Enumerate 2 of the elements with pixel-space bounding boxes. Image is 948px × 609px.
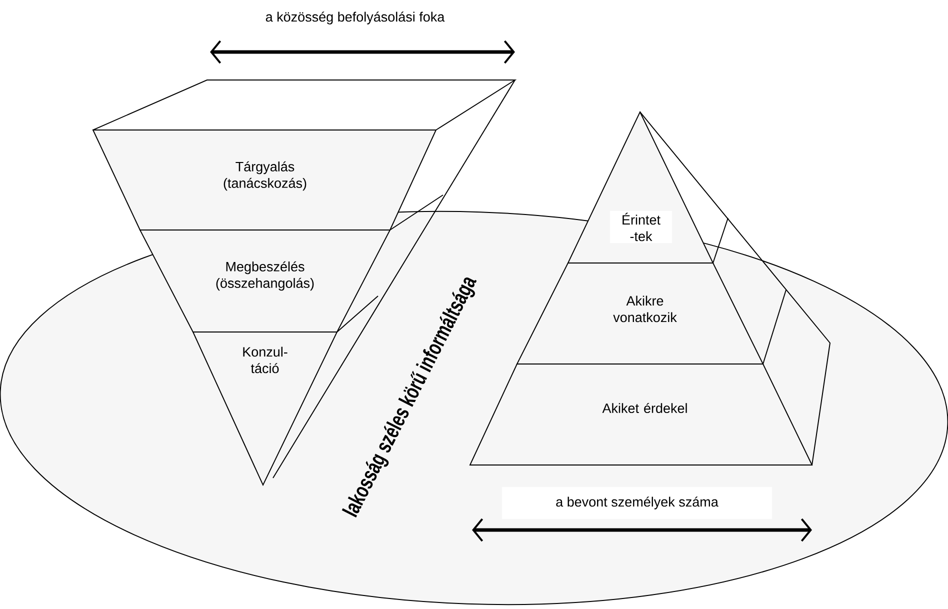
axis-label: a bevont személyek száma [502,486,772,519]
axis-label: a közösség befolyásolási foka [266,12,445,24]
